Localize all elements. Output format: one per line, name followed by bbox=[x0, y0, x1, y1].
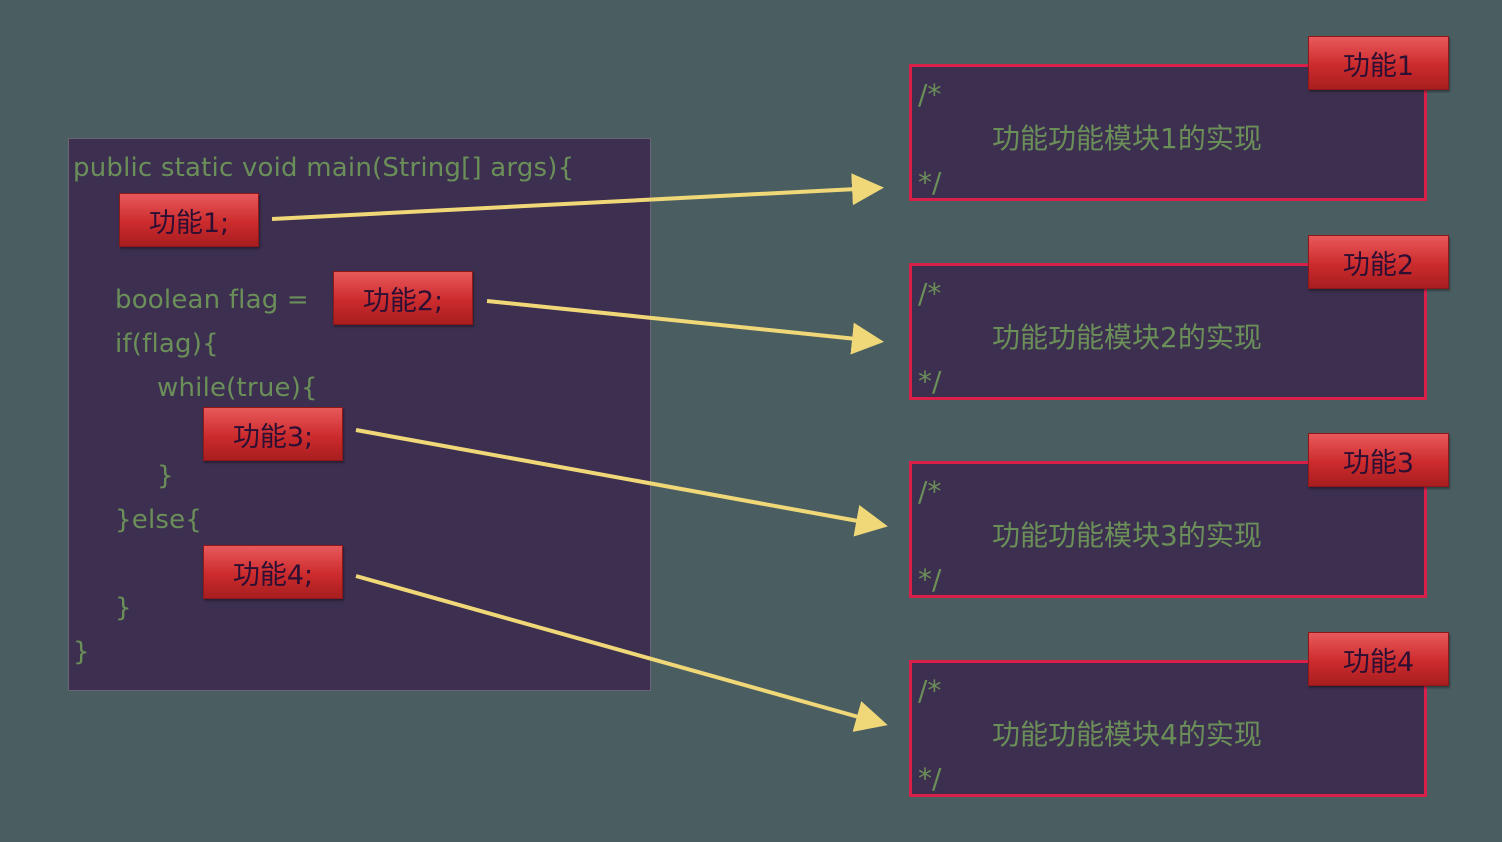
module-tag-1: 功能1 bbox=[1308, 36, 1449, 90]
code-tag-function-3: 功能3; bbox=[203, 407, 343, 461]
arrow-function-2 bbox=[486, 299, 884, 355]
code-line-main-close: } bbox=[73, 637, 90, 667]
module-2-comment-close: */ bbox=[918, 365, 942, 398]
module-1-comment-close: */ bbox=[918, 166, 942, 199]
module-4-comment-close: */ bbox=[918, 762, 942, 795]
module-tag-3: 功能3 bbox=[1308, 433, 1449, 487]
module-1-comment-open: /* bbox=[918, 78, 942, 111]
module-3-text: 功能功能模块3的实现 bbox=[992, 519, 1262, 552]
module-4-text: 功能功能模块4的实现 bbox=[992, 718, 1262, 751]
code-tag-function-2: 功能2; bbox=[333, 271, 473, 325]
arrow-function-3 bbox=[355, 428, 888, 537]
code-tag-function-1: 功能1; bbox=[119, 193, 259, 247]
module-box-3: /* 功能功能模块3的实现 */ bbox=[909, 461, 1427, 598]
code-line-else: }else{ bbox=[115, 505, 203, 535]
code-line-main-signature: public static void main(String[] args){ bbox=[73, 153, 575, 183]
module-1-text: 功能功能模块1的实现 bbox=[992, 122, 1262, 155]
module-4-comment-open: /* bbox=[918, 674, 942, 707]
module-2-comment-open: /* bbox=[918, 277, 942, 310]
module-tag-4: 功能4 bbox=[1308, 632, 1449, 686]
module-2-text: 功能功能模块2的实现 bbox=[992, 321, 1262, 354]
module-tag-2: 功能2 bbox=[1308, 235, 1449, 289]
code-line-while: while(true){ bbox=[157, 373, 318, 403]
module-3-comment-open: /* bbox=[918, 475, 942, 508]
code-line-while-close: } bbox=[157, 461, 174, 491]
code-tag-function-4: 功能4; bbox=[203, 545, 343, 599]
code-line-boolean-flag: boolean flag = bbox=[115, 285, 309, 315]
code-line-if-close: } bbox=[115, 593, 132, 623]
arrow-function-4 bbox=[355, 574, 888, 732]
module-3-comment-close: */ bbox=[918, 563, 942, 596]
code-line-if: if(flag){ bbox=[115, 329, 219, 359]
arrow-function-1 bbox=[271, 173, 884, 221]
